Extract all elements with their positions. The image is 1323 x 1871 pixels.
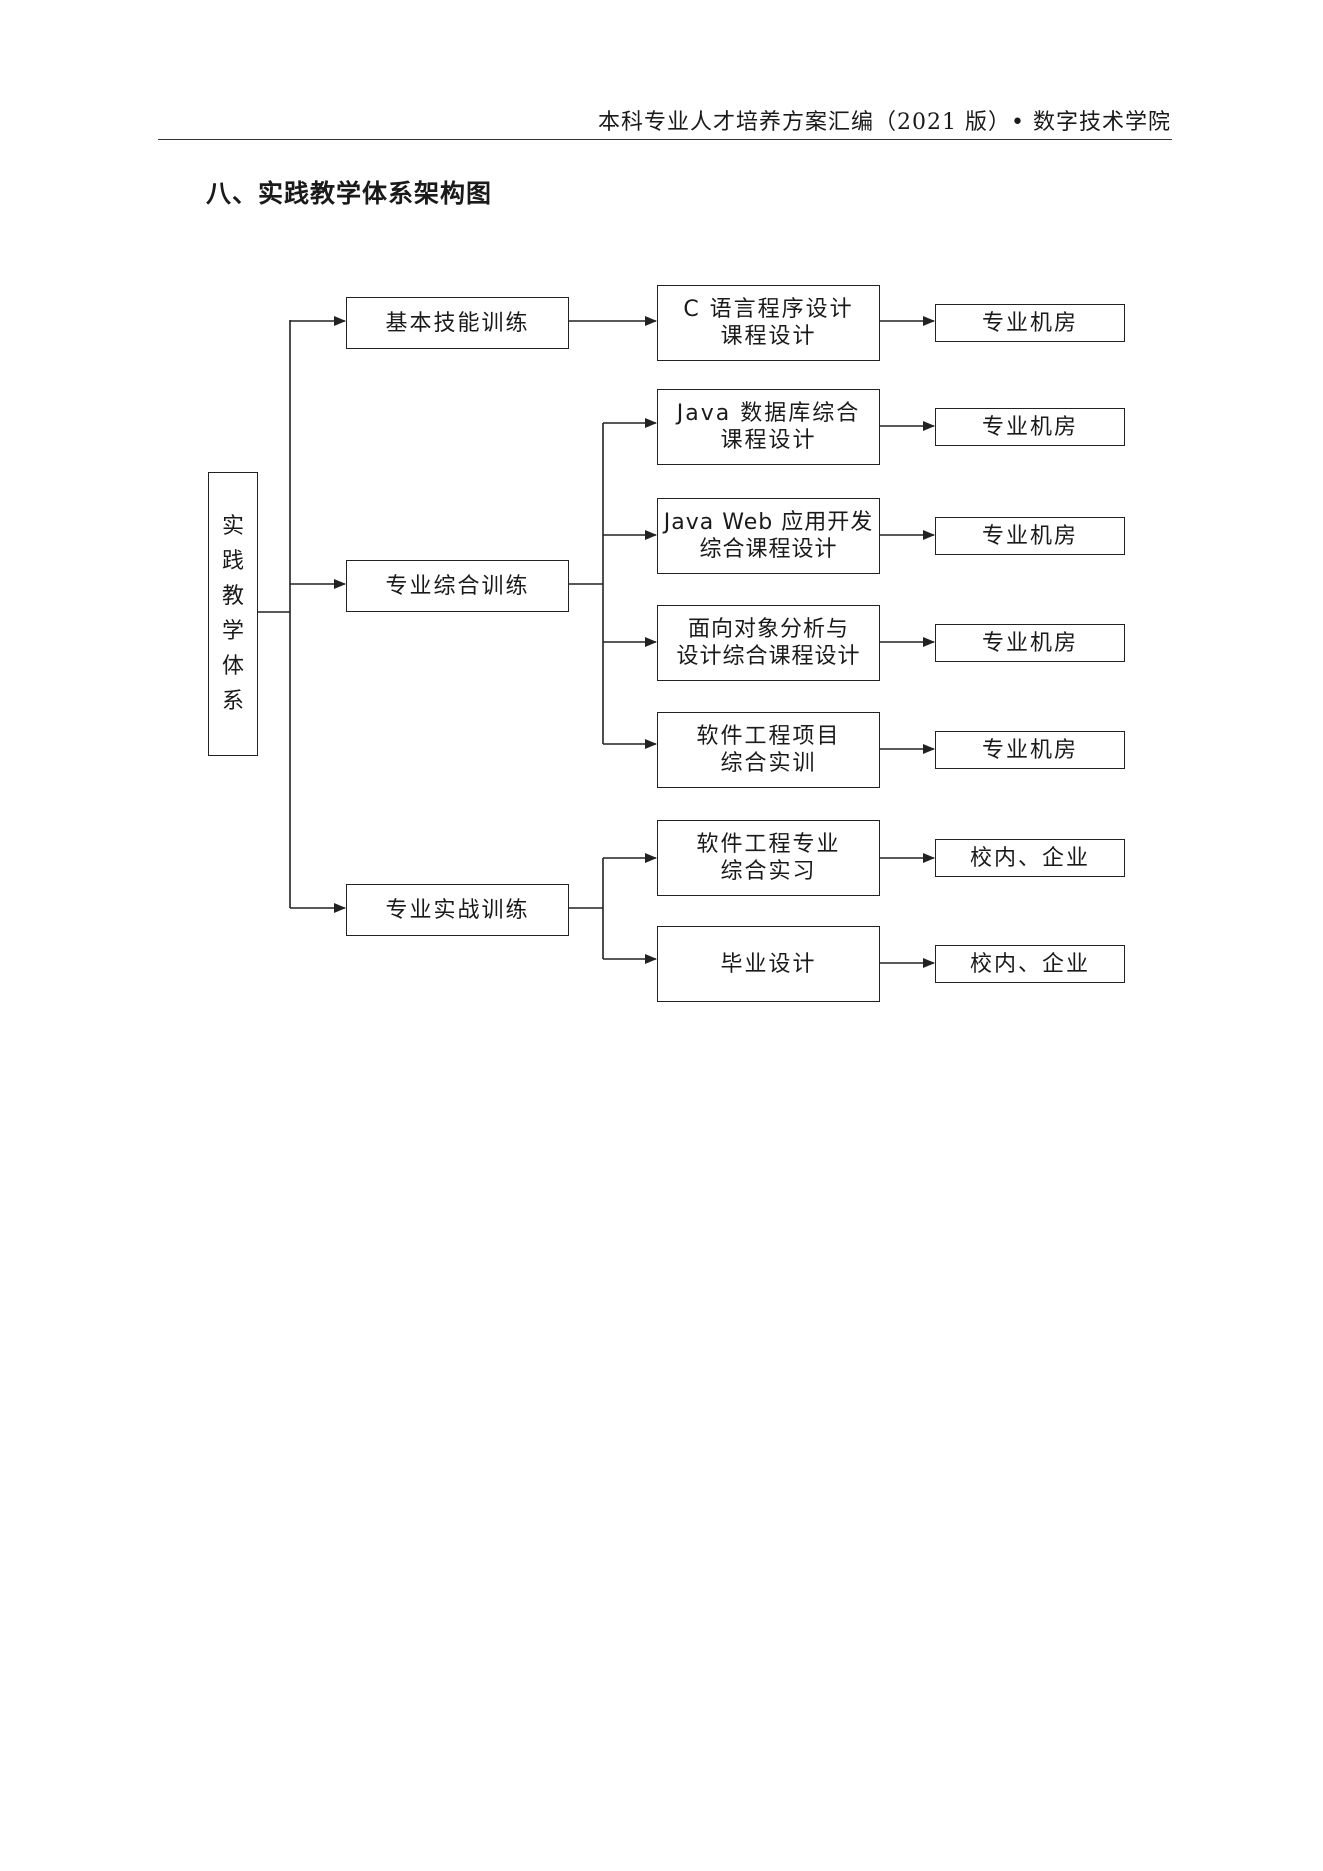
course-line: 课程设计 [720, 324, 817, 349]
section-title: 八、实践教学体系架构图 [206, 179, 493, 208]
venue-label: 专业机房 [981, 737, 1078, 763]
course-node-java-database: Java 数据库综合 课程设计 [657, 389, 880, 465]
venue-node: 校内、企业 [935, 945, 1125, 983]
course-node-se-project: 软件工程项目 综合实训 [657, 712, 880, 788]
course-line: Java 数据库综合 [676, 401, 861, 426]
venue-node: 校内、企业 [935, 839, 1125, 877]
course-node-java-web: Java Web 应用开发 综合课程设计 [657, 498, 880, 574]
root-char: 践 [221, 549, 244, 574]
venue-node: 专业机房 [935, 731, 1125, 769]
venue-label: 专业机房 [981, 523, 1078, 549]
course-line: Java Web 应用开发 [663, 510, 874, 535]
header-rule [158, 139, 1172, 140]
root-char: 系 [221, 689, 244, 714]
venue-label: 专业机房 [981, 310, 1078, 336]
course-line: C 语言程序设计 [683, 297, 854, 322]
venue-label: 专业机房 [981, 630, 1078, 656]
root-node: 实 践 教 学 体 系 [208, 472, 258, 756]
venue-label: 校内、企业 [969, 951, 1090, 977]
course-node-c-language: C 语言程序设计 课程设计 [657, 285, 880, 361]
course-line: 面向对象分析与 [687, 617, 849, 642]
course-line: 综合实训 [720, 751, 817, 776]
course-node-se-internship: 软件工程专业 综合实习 [657, 820, 880, 896]
venue-node: 专业机房 [935, 408, 1125, 446]
course-line: 软件工程项目 [696, 724, 841, 749]
course-line: 课程设计 [720, 428, 817, 453]
venue-label: 专业机房 [981, 414, 1078, 440]
course-line: 软件工程专业 [696, 832, 841, 857]
category-node-comprehensive: 专业综合训练 [346, 560, 569, 612]
root-char: 教 [221, 584, 244, 609]
course-node-ooad: 面向对象分析与 设计综合课程设计 [657, 605, 880, 681]
category-node-practical: 专业实战训练 [346, 884, 569, 936]
category-label: 专业实战训练 [385, 897, 530, 923]
category-node-basic-skills: 基本技能训练 [346, 297, 569, 349]
course-line: 综合实习 [720, 859, 817, 884]
category-label: 专业综合训练 [385, 573, 530, 599]
venue-label: 校内、企业 [969, 845, 1090, 871]
course-line: 设计综合课程设计 [676, 644, 861, 669]
running-header: 本科专业人才培养方案汇编（2021 版）• 数字技术学院 [598, 110, 1171, 135]
root-char: 实 [221, 514, 244, 539]
root-char: 体 [221, 654, 244, 679]
venue-node: 专业机房 [935, 304, 1125, 342]
root-char: 学 [221, 619, 244, 644]
course-line: 毕业设计 [720, 951, 817, 977]
course-line: 综合课程设计 [699, 537, 838, 562]
venue-node: 专业机房 [935, 624, 1125, 662]
category-label: 基本技能训练 [385, 310, 530, 336]
course-node-graduation-design: 毕业设计 [657, 926, 880, 1002]
venue-node: 专业机房 [935, 517, 1125, 555]
